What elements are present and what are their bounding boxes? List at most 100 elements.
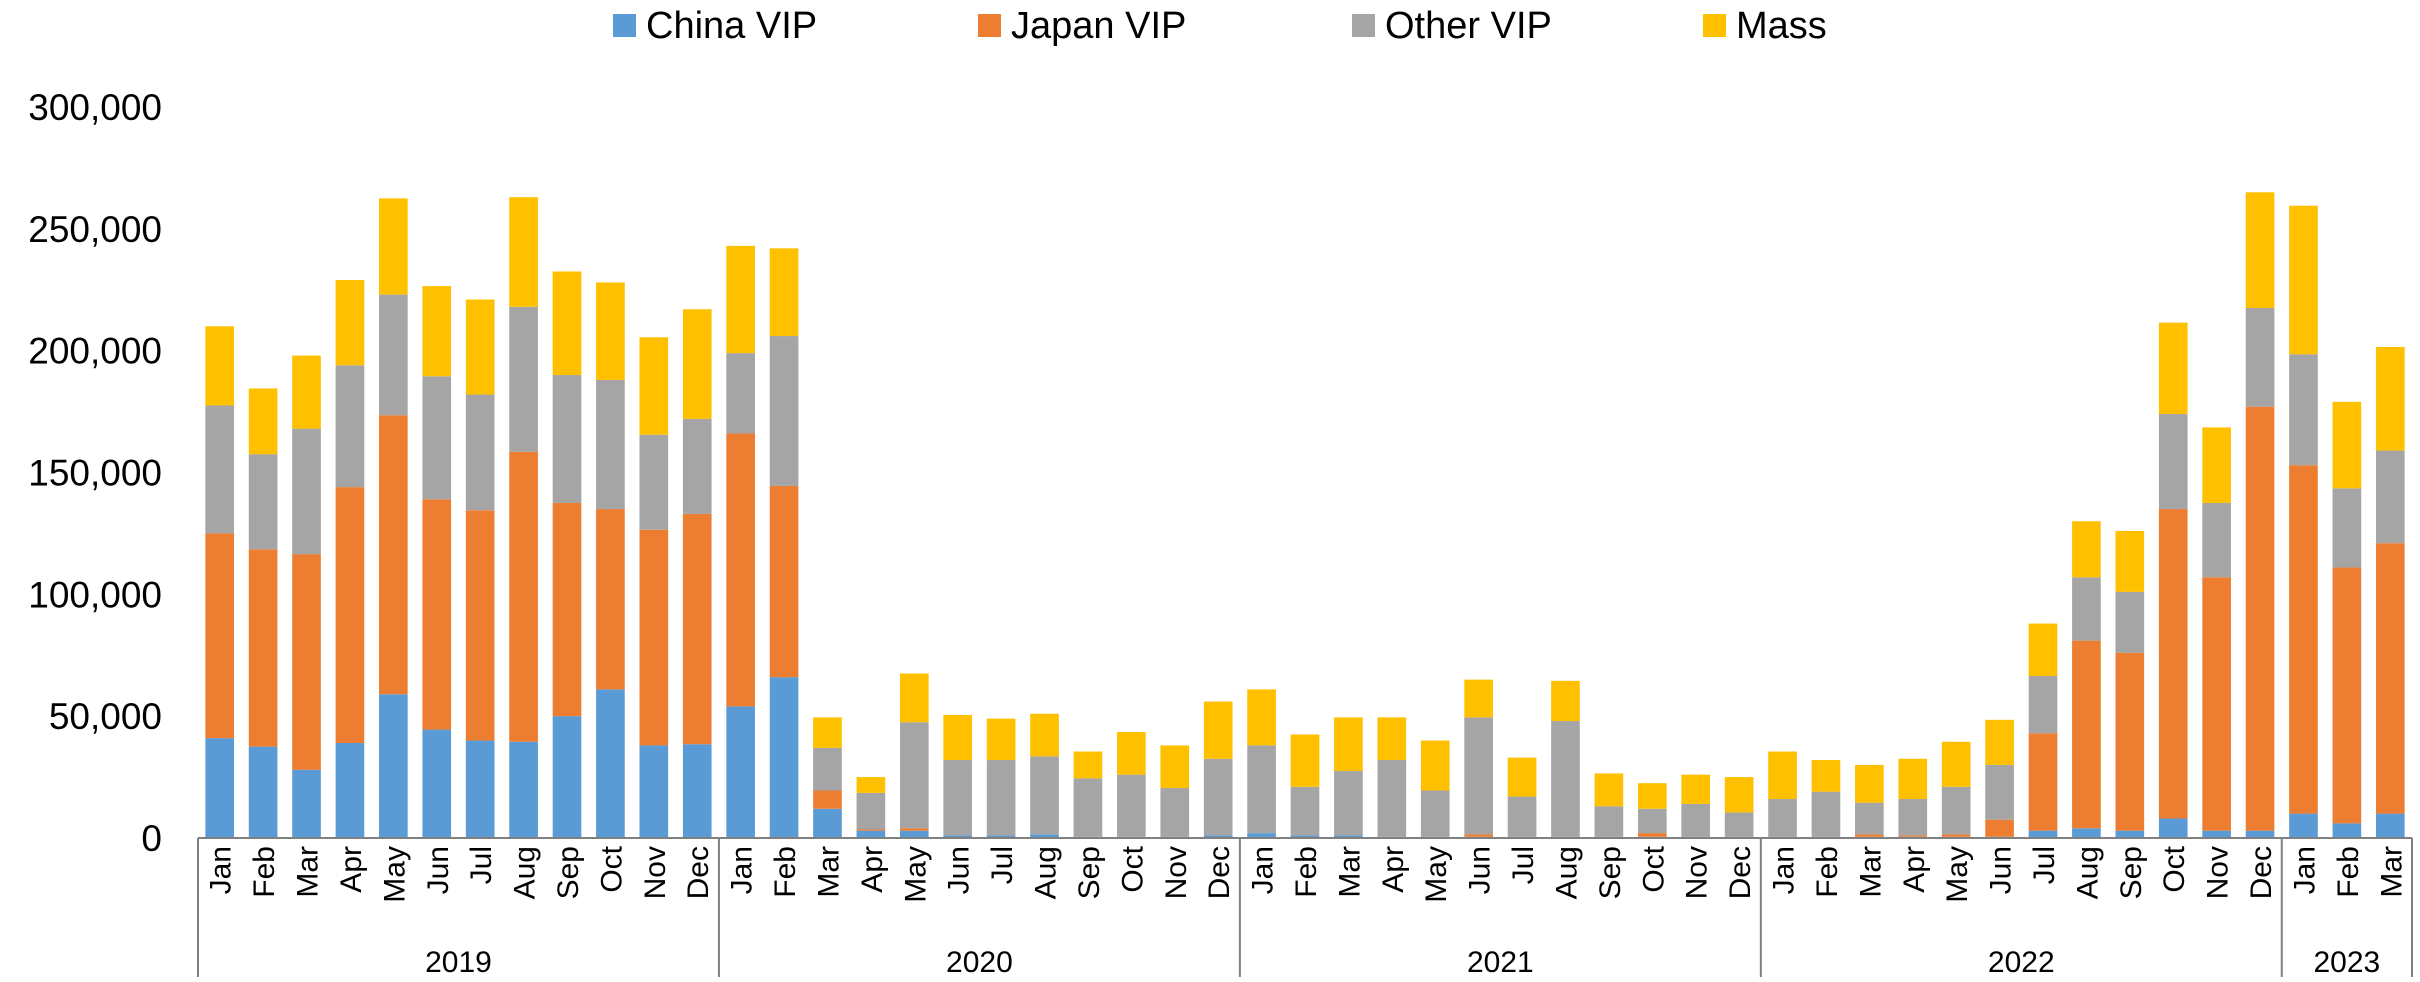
x-tick-label: Feb [1811,846,1844,898]
x-tick-label: Aug [1550,846,1583,899]
x-tick-label: Dec [2245,846,2278,899]
bar-segment-japan-vip [856,829,886,831]
bar-segment-china-vip [205,738,235,838]
bar-stack [986,718,1016,838]
bars-layer [205,192,2405,838]
legend-swatch-japan-vip [978,14,1001,37]
bar-segment-mass [639,337,669,435]
x-tick-label: Feb [2332,846,2365,898]
bar-segment-china-vip [2289,813,2318,838]
x-tick-label: Oct [1116,845,1149,892]
bar-segment-mass [1637,783,1667,809]
bar-segment-mass [1941,741,1971,787]
y-tick-label: 250,000 [28,209,162,250]
bar-segment-japan-vip [2072,640,2101,829]
bar-stack [1117,732,1146,838]
bar-segment-japan-vip [509,451,538,742]
year-group-label: 2020 [946,946,1013,977]
x-tick-label: Jun [1464,846,1497,894]
bar-segment-china-vip [2028,830,2058,838]
bar-stack [1334,717,1363,838]
bar-stack [422,286,452,838]
bar-segment-japan-vip [2158,509,2188,819]
bar-stack [2375,347,2405,838]
bar-segment-china-vip [596,689,625,838]
bar-segment-other-vip [899,722,929,829]
bar-segment-mass [899,673,929,723]
bar-stack [726,245,755,838]
bar-segment-other-vip [422,376,452,500]
bar-stack [2202,427,2231,838]
bar-segment-japan-vip [1637,833,1667,837]
bar-segment-mass [422,286,452,377]
bar-segment-mass [2245,192,2275,309]
bar-segment-japan-vip [422,499,452,730]
bar-stack [292,355,321,838]
bar-stack [2028,623,2058,838]
x-tick-label: Feb [769,846,802,898]
bar-segment-china-vip [726,706,755,838]
bar-segment-mass [682,309,712,419]
bar-segment-mass [856,777,886,793]
bar-segment-mass [1247,689,1276,746]
bar-segment-other-vip [1724,812,1754,837]
bar-segment-mass [2202,427,2231,503]
bar-segment-japan-vip [1941,834,1971,837]
bar-stack [1724,777,1754,838]
x-tick-label: Oct [2158,845,2191,892]
x-tick-label: Sep [2115,846,2148,899]
bar-segment-mass [1420,740,1450,791]
bar-segment-japan-vip [1898,835,1928,837]
x-tick-label: Feb [248,846,281,898]
bar-segment-other-vip [1073,778,1103,837]
bar-segment-japan-vip [682,513,712,745]
bar-segment-mass [1464,679,1493,718]
bar-stack [465,299,495,838]
year-group-label: 2019 [425,946,492,977]
x-tick-label: Jun [422,846,455,894]
bar-segment-other-vip [465,394,495,511]
bar-segment-japan-vip [639,529,669,746]
bar-segment-china-vip [769,677,799,838]
bar-segment-other-vip [335,365,365,488]
bar-stack [1594,773,1624,838]
bar-stack [899,673,929,838]
x-tick-label: Nov [1160,846,1193,899]
year-group-label: 2021 [1467,946,1534,977]
bar-segment-other-vip [1507,796,1537,837]
bar-segment-other-vip [2072,577,2101,641]
bar-stack [509,197,538,838]
bar-segment-mass [1594,773,1624,807]
x-tick-label: Sep [1594,846,1627,899]
bar-segment-mass [1073,751,1103,779]
bar-segment-mass [1855,764,1884,803]
bar-stack [248,388,278,838]
bar-segment-mass [1203,701,1233,759]
bar-stack [769,248,799,838]
legend-item-japan-vip: Japan VIP [978,5,1186,47]
x-tick-label: Mar [2375,846,2408,898]
x-tick-label: May [378,846,411,903]
bar-segment-other-vip [2158,414,2188,510]
bar-segment-other-vip [2332,488,2362,568]
bar-segment-other-vip [248,454,278,550]
legend-label-japan-vip: Japan VIP [1011,5,1186,47]
bar-segment-japan-vip [335,487,365,743]
bar-segment-other-vip [2115,591,2145,653]
bar-stack [1898,758,1928,838]
bar-stack [335,280,365,838]
legend-swatch-mass [1703,14,1726,37]
bar-segment-other-vip [2375,450,2405,544]
x-tick-label: Nov [639,846,672,899]
x-tick-label: Dec [682,846,715,899]
bar-segment-other-vip [1290,786,1320,836]
bar-stack [2289,205,2318,838]
legend-label-china-vip: China VIP [646,5,817,47]
bar-segment-china-vip [422,729,452,838]
bar-segment-other-vip [986,760,1016,836]
bar-segment-other-vip [1464,717,1493,835]
y-tick-label: 200,000 [28,331,162,372]
bar-stack [552,271,582,838]
